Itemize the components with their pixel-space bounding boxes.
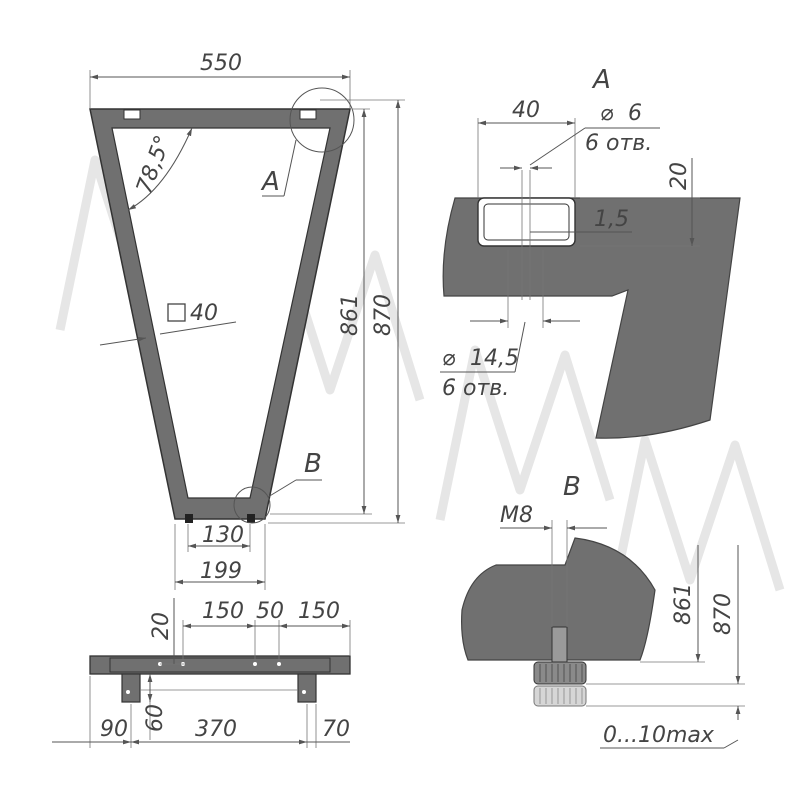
detail-a-label: A (591, 65, 611, 95)
detail-b-nut (533, 661, 587, 685)
detail-b-rod (551, 626, 568, 663)
dim-a-hole-large-symbol: ⌀ (442, 346, 456, 371)
top-foot-left (121, 673, 141, 703)
detail-b: B M8 861 870 (461, 472, 745, 749)
dim-a-wall: 1,5 (594, 207, 629, 232)
top-foot-right (297, 673, 317, 703)
dim-top-offset: 20 (149, 612, 174, 640)
dim-a-hole-small-count: 6 отв. (585, 131, 652, 156)
dim-b-thread: M8 (500, 503, 533, 528)
detail-b-label: B (563, 472, 581, 502)
dim-spacing-2: 50 (256, 599, 284, 624)
top-plate-left (123, 109, 141, 120)
dim-profile: 40 (190, 301, 218, 326)
dim-bottom-outer: 199 (200, 559, 242, 584)
foot-right (247, 514, 255, 523)
dim-a-height: 20 (667, 162, 692, 190)
dim-height-total: 870 (371, 294, 396, 336)
frame-inner (111, 127, 331, 499)
dim-span: 370 (195, 717, 237, 742)
dim-spacing-3: 150 (298, 599, 340, 624)
dim-height-inner: 861 (338, 294, 363, 336)
dim-b-height-total: 870 (711, 593, 736, 635)
top-plate-right (299, 109, 317, 120)
dim-a-hole-large-count: 6 отв. (442, 376, 509, 401)
callout-b: B (304, 449, 322, 479)
dim-a-hole-small-symbol: ⌀ (600, 101, 614, 126)
detail-a-body (442, 197, 741, 439)
callout-a: A (260, 167, 280, 197)
top-view: 150 50 150 20 60 90 370 70 (52, 598, 351, 748)
detail-a: A 40 ⌀ 6 6 отв. 20 1,5 (440, 65, 741, 439)
dim-right-offset: 70 (322, 717, 350, 742)
dim-bottom-inner: 130 (202, 523, 244, 548)
profile-square (167, 303, 186, 322)
dim-spacing-1: 150 (202, 599, 244, 624)
detail-b-body (461, 537, 656, 661)
dim-a-hole-small: 6 (628, 101, 642, 126)
dim-a-width: 40 (512, 98, 540, 123)
dim-top-width: 550 (200, 51, 242, 76)
dim-b-height-inner: 861 (671, 583, 696, 625)
foot-left (185, 514, 193, 523)
dim-foot-height: 60 (143, 704, 168, 732)
front-view: 550 78,5° 40 A B 861 870 130 (89, 51, 405, 590)
dim-a-hole-large: 14,5 (470, 346, 519, 371)
dim-b-adjust: 0...10max (603, 723, 715, 748)
detail-b-nut-extended (533, 685, 587, 707)
dim-left-offset: 90 (100, 717, 128, 742)
